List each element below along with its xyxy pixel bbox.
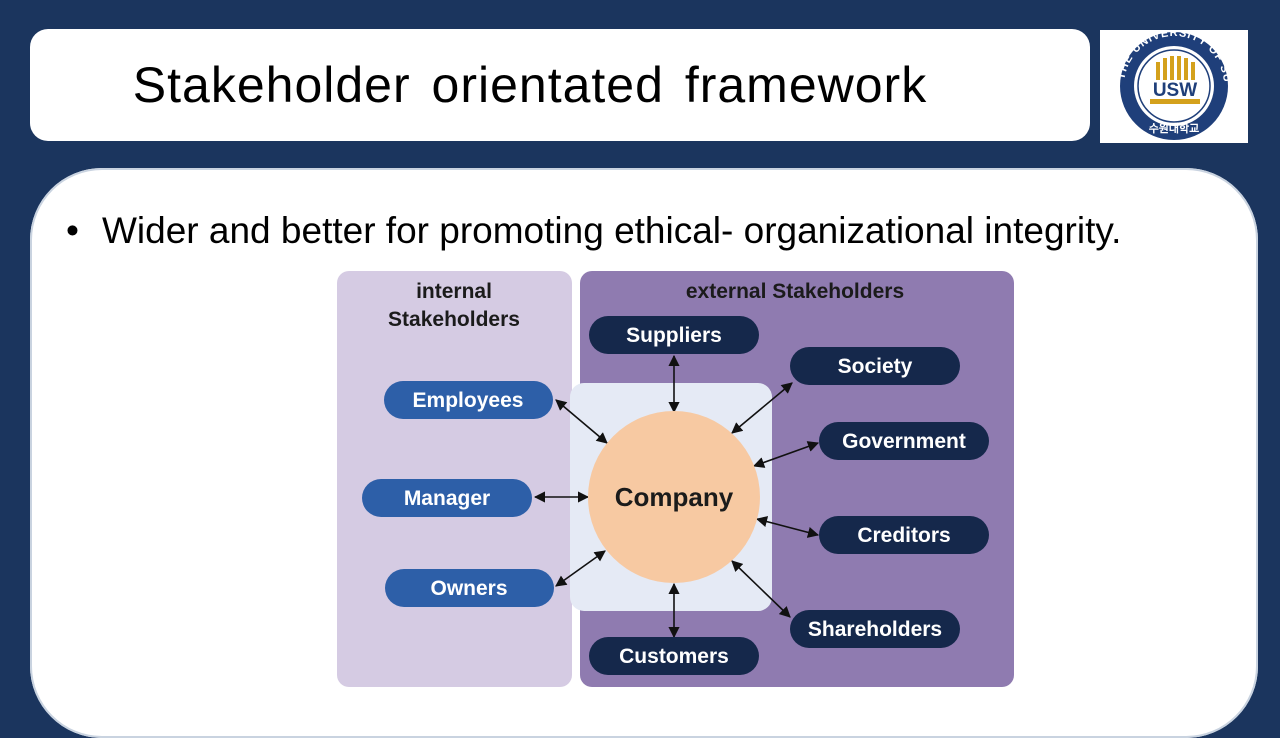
society-label: Society bbox=[838, 355, 913, 378]
external-stakeholder-suppliers: Suppliers bbox=[589, 316, 759, 354]
external-heading: external Stakeholders bbox=[686, 280, 904, 303]
internal-stakeholder-manager: Manager bbox=[362, 479, 532, 517]
stakeholder-diagram: internal Stakeholders external Stakehold… bbox=[337, 271, 1014, 687]
seal-mark-text: USW bbox=[1153, 80, 1197, 101]
external-stakeholder-society: Society bbox=[790, 347, 960, 385]
bullet-dot: • bbox=[66, 210, 79, 251]
internal-heading-line1: internal bbox=[416, 280, 492, 303]
slide-title: Stakeholder orientated framework bbox=[132, 57, 928, 113]
creditors-label: Creditors bbox=[857, 524, 950, 547]
arrow-government bbox=[752, 441, 820, 468]
external-stakeholder-creditors: Creditors bbox=[819, 516, 989, 554]
internal-heading-line2: Stakeholders bbox=[388, 308, 520, 331]
connector-arrows bbox=[533, 354, 820, 639]
employees-label: Employees bbox=[413, 389, 524, 412]
university-logo: THE UNIVERSITY OF SUWON 수원대학교 USW bbox=[1094, 21, 1248, 143]
internal-stakeholder-employees: Employees bbox=[384, 381, 553, 419]
shareholders-label: Shareholders bbox=[808, 618, 942, 641]
university-seal-icon: THE UNIVERSITY OF SUWON 수원대학교 USW bbox=[1094, 21, 1232, 140]
arrow-owners bbox=[555, 550, 606, 587]
bullet-text: Wider and better for promoting ethical- … bbox=[102, 210, 1122, 251]
arrow-creditors bbox=[755, 516, 820, 538]
owners-label: Owners bbox=[430, 577, 507, 600]
suppliers-label: Suppliers bbox=[626, 324, 722, 347]
internal-stakeholder-owners: Owners bbox=[385, 569, 554, 607]
title-box: Stakeholder orientated framework bbox=[30, 29, 1090, 141]
customers-label: Customers bbox=[619, 645, 729, 668]
government-label: Government bbox=[842, 430, 966, 453]
arrow-society bbox=[731, 382, 793, 434]
company-circle bbox=[588, 411, 760, 583]
seal-pillars bbox=[1156, 56, 1195, 80]
arrow-employees bbox=[555, 399, 608, 444]
company-label: Company bbox=[615, 482, 734, 512]
external-stakeholder-shareholders: Shareholders bbox=[790, 610, 960, 648]
external-stakeholder-government: Government bbox=[819, 422, 989, 460]
manager-label: Manager bbox=[404, 487, 490, 510]
seal-korean-text: 수원대학교 bbox=[1149, 121, 1200, 135]
external-stakeholder-customers: Customers bbox=[589, 637, 759, 675]
arrow-shareholders bbox=[731, 560, 791, 618]
